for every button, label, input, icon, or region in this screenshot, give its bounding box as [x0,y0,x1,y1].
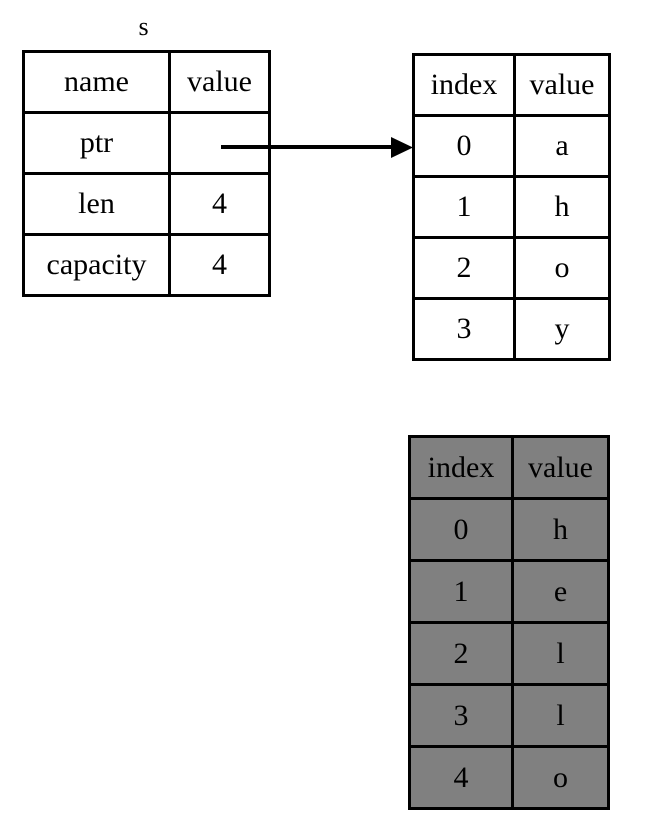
literal-header-index: index [408,435,514,500]
ptr-to-buffer-arrow [221,137,413,158]
literal-header-value: value [511,435,610,500]
struct-header-value: value [168,50,271,114]
struct-table-caption: s [138,12,149,41]
struct-field-len-name: len [22,172,171,236]
struct-header-name: name [22,50,171,114]
literal-cell-value-4: o [511,745,610,810]
literal-cell-index-0: 0 [408,497,514,562]
buffer-header-index: index [412,53,516,117]
literal-table: index value 0 h 1 e 2 l 3 l 4 o [408,435,610,810]
buffer-cell-value-1: h [513,175,611,239]
table-header-row: index value [408,435,610,500]
buffer-cell-index-0: 0 [412,114,516,178]
struct-table: name value ptr len 4 capacity 4 [22,50,271,297]
literal-cell-value-0: h [511,497,610,562]
table-header-row: index value [412,53,611,117]
literal-cell-index-1: 1 [408,559,514,624]
buffer-table: index value 0 a 1 h 2 o 3 y [412,53,611,361]
table-row: 4 o [408,745,610,810]
buffer-cell-index-3: 3 [412,297,516,361]
literal-cell-value-2: l [511,621,610,686]
table-header-row: name value [22,50,271,114]
table-row: 3 l [408,683,610,748]
table-row: 2 l [408,621,610,686]
buffer-cell-index-1: 1 [412,175,516,239]
literal-cell-index-3: 3 [408,683,514,748]
literal-cell-index-4: 4 [408,745,514,810]
literal-cell-value-1: e [511,559,610,624]
table-row: 0 h [408,497,610,562]
struct-field-ptr-name: ptr [22,111,171,175]
table-row: 2 o [412,236,611,300]
table-row: 1 h [412,175,611,239]
struct-field-capacity-name: capacity [22,233,171,297]
table-row: ptr [22,111,271,175]
table-row: 1 e [408,559,610,624]
literal-cell-value-3: l [511,683,610,748]
buffer-cell-value-0: a [513,114,611,178]
buffer-cell-index-2: 2 [412,236,516,300]
literal-cell-index-2: 2 [408,621,514,686]
buffer-cell-value-2: o [513,236,611,300]
table-row: capacity 4 [22,233,271,297]
buffer-cell-value-3: y [513,297,611,361]
struct-field-capacity-value: 4 [168,233,271,297]
struct-field-ptr-value [168,111,271,175]
table-row: 3 y [412,297,611,361]
buffer-header-value: value [513,53,611,117]
struct-field-len-value: 4 [168,172,271,236]
table-row: 0 a [412,114,611,178]
table-row: len 4 [22,172,271,236]
